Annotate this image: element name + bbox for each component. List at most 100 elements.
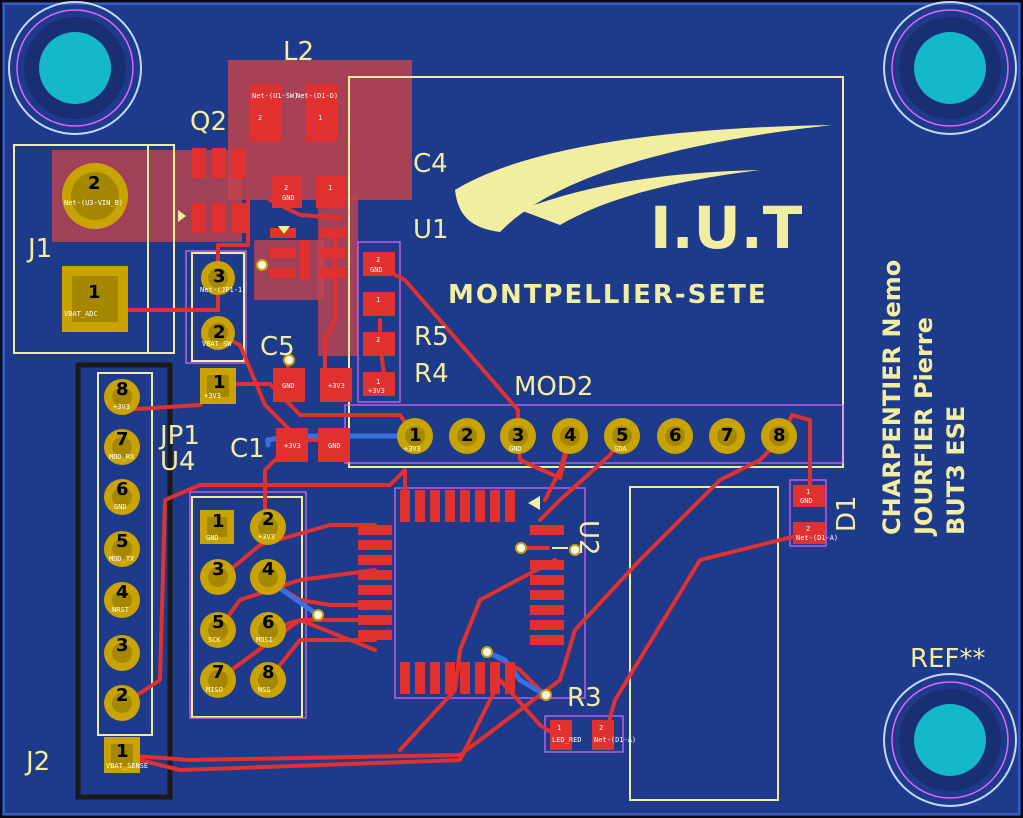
u4-pin-3-number: 3 [212,559,225,580]
j2-pin-3[interactable] [104,635,140,671]
j2-pin-4-number: 4 [116,582,129,603]
r4-resistor[interactable]: 2 1 +3V3 [363,332,395,396]
author-line-1: CHARPENTIER Nemo [878,260,906,535]
u4-header[interactable] [200,509,286,698]
c1-capacitor[interactable]: +3V3 GND [276,428,350,462]
j2-pin-8[interactable] [104,379,140,415]
ref-u1: U1 [413,215,449,245]
jp1-pin-2-net: VBAT_SW [202,340,232,348]
d1-led[interactable]: 1 GND 2 Net-(D1-A) [793,485,838,544]
l2-pad-2[interactable] [250,84,282,142]
u4-pin-6-number: 6 [262,612,275,633]
j2-pin-6-number: 6 [116,479,129,500]
j2-pin-1[interactable] [104,737,140,773]
u1-regulator[interactable] [270,226,346,280]
mod2-pin-8[interactable] [761,418,797,454]
r5-pad-2-number: 2 [376,256,380,264]
mod2-pin-1-net: +3V3 [404,445,421,453]
u4-pin-8[interactable] [250,662,286,698]
logo-short-text: I.U.T [650,194,803,262]
ref-j1: J1 [26,234,52,264]
u4-pin-2-number: 2 [262,509,275,530]
ref-l2: L2 [283,37,314,67]
mod2-pin-5-net: SDA [614,445,627,453]
mod2-pin-3-net: GND [509,445,522,453]
ref-mod2: MOD2 [514,372,593,402]
mod2-pin-7[interactable] [709,418,745,454]
l2-pad-1[interactable] [306,84,338,142]
u4-pin-5-number: 5 [212,612,225,633]
j2-pin-3-number: 3 [116,635,129,656]
mod2-pin-3-number: 3 [512,425,525,446]
u4-pin-5[interactable] [200,612,236,648]
u4-pin-6[interactable] [250,612,286,648]
u4-pin-2[interactable] [250,509,286,545]
ref-r4: R4 [414,359,449,389]
r4-pad-1-number: 1 [376,378,380,386]
l2-pad-1-number: 1 [318,114,322,122]
j2-pin-6-net: GND [114,503,127,511]
c4-pad-1-number: 1 [328,184,332,192]
jp1-jumper[interactable] [200,261,236,404]
mod2-pin-6[interactable] [657,418,693,454]
c1-pad-v: +3V3 [284,442,301,450]
l2-pad-1-net: Net-(D1-D) [296,92,338,100]
u4-pin-1-number: 1 [212,511,225,532]
author-block: CHARPENTIER Nemo JOURFIER Pierre BUT3 ES… [878,260,970,537]
mod2-pin-4-number: 4 [564,425,577,446]
j2-header[interactable] [104,379,140,773]
u4-pin-6-net: MOSI [256,636,273,644]
c4-capacitor[interactable]: 2 GND 1 [272,176,346,208]
mod2-pin-2-number: 2 [461,425,474,446]
j1-pin-1-number: 1 [88,282,101,303]
u4-pin-2-net: +3V3 [258,533,275,541]
j2-pin-2[interactable] [104,685,140,721]
j2-pin-4[interactable] [104,582,140,618]
ref-c4: C4 [413,149,448,179]
j2-pin-5-net: MOD_TX [109,555,135,563]
j2-pin-6[interactable] [104,479,140,515]
c5-capacitor[interactable]: GND +3V3 [273,368,352,402]
mod2-pin-1[interactable] [397,418,433,454]
u4-pin-7[interactable] [200,662,236,698]
mod2-pin-5[interactable] [604,418,640,454]
ref-j2: J2 [24,747,50,777]
r5-resistor[interactable]: 2 GND 1 [363,252,395,316]
j2-pin-1-net: VBAT_SENSE [106,762,148,770]
j1-pin-1-net: VBAT_ADC [64,310,98,318]
u4-pin-8-net: NSS [258,686,271,694]
r5-pad-2-net: GND [370,266,383,274]
board-edge [3,3,1020,815]
c5-pad-v: +3V3 [328,382,345,390]
mod2-pin-2[interactable] [449,418,485,454]
u4-pin-1-net: GND [206,534,219,542]
u4-pin-3[interactable] [200,559,236,595]
l2-inductor[interactable]: 2 1 Net-(U1-SW) Net-(D1-D) [250,84,338,142]
j2-pin-5[interactable] [104,531,140,567]
c1-pad-gnd: GND [328,442,341,450]
j2-pin-7[interactable] [104,429,140,465]
ref-r5: R5 [414,322,449,352]
mod2-header[interactable] [397,418,797,454]
ref-u2: U2 [573,520,603,556]
ref-u4: U4 [160,447,196,477]
ref-r3: R3 [567,683,602,713]
mod2-pin-3[interactable] [500,418,536,454]
u4-pin-7-net: MISO [206,686,223,694]
j2-pin-7-number: 7 [116,429,129,450]
mod2-pin-labels: 1 +3V3 2 3 GND 4 5 SDA 6 7 8 [404,425,786,453]
u4-pin-5-net: SCK [208,636,221,644]
j1-connector[interactable]: 2 Net-(U3-VIN_B) 1 VBAT_ADC [62,163,128,332]
r3-resistor[interactable]: 1 LED_RED 2 Net-(D1-A) [550,720,636,750]
jp1-pin-3-net: Net-(JP1-1) [200,286,246,294]
u4-pin-1[interactable] [200,510,234,544]
u2-microcontroller[interactable] [358,490,564,694]
author-line-2: JOURFIER Pierre [910,317,938,537]
r3-pad-2-number: 2 [599,724,603,732]
ref-c1: C1 [230,434,265,464]
u4-pin-4[interactable] [250,559,286,595]
q2-transistor[interactable] [178,148,246,233]
j1-pin-2-net: Net-(U3-VIN_B) [64,199,123,207]
mod2-pin-4[interactable] [552,418,588,454]
